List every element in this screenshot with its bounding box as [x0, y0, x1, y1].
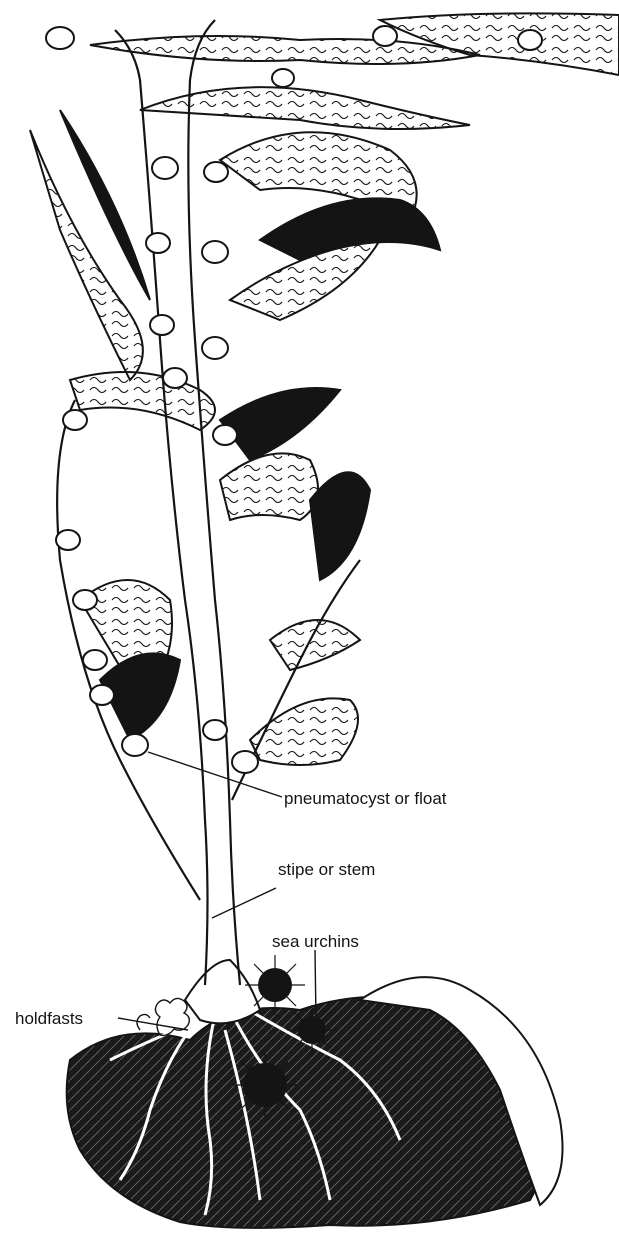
label-pneumatocyst: pneumatocyst or float [284, 790, 447, 807]
label-sea-urchins: sea urchins [272, 933, 359, 950]
holdfast-branching-growth [137, 998, 189, 1035]
leader-line-sea-urchins [315, 950, 316, 1020]
leader-line-holdfasts [118, 1018, 188, 1030]
label-holdfasts: holdfasts [15, 1010, 83, 1027]
holdfast-base [185, 960, 260, 1023]
label-stipe: stipe or stem [278, 861, 375, 878]
kelp-blade [30, 13, 619, 765]
leader-line-stipe [212, 888, 276, 918]
